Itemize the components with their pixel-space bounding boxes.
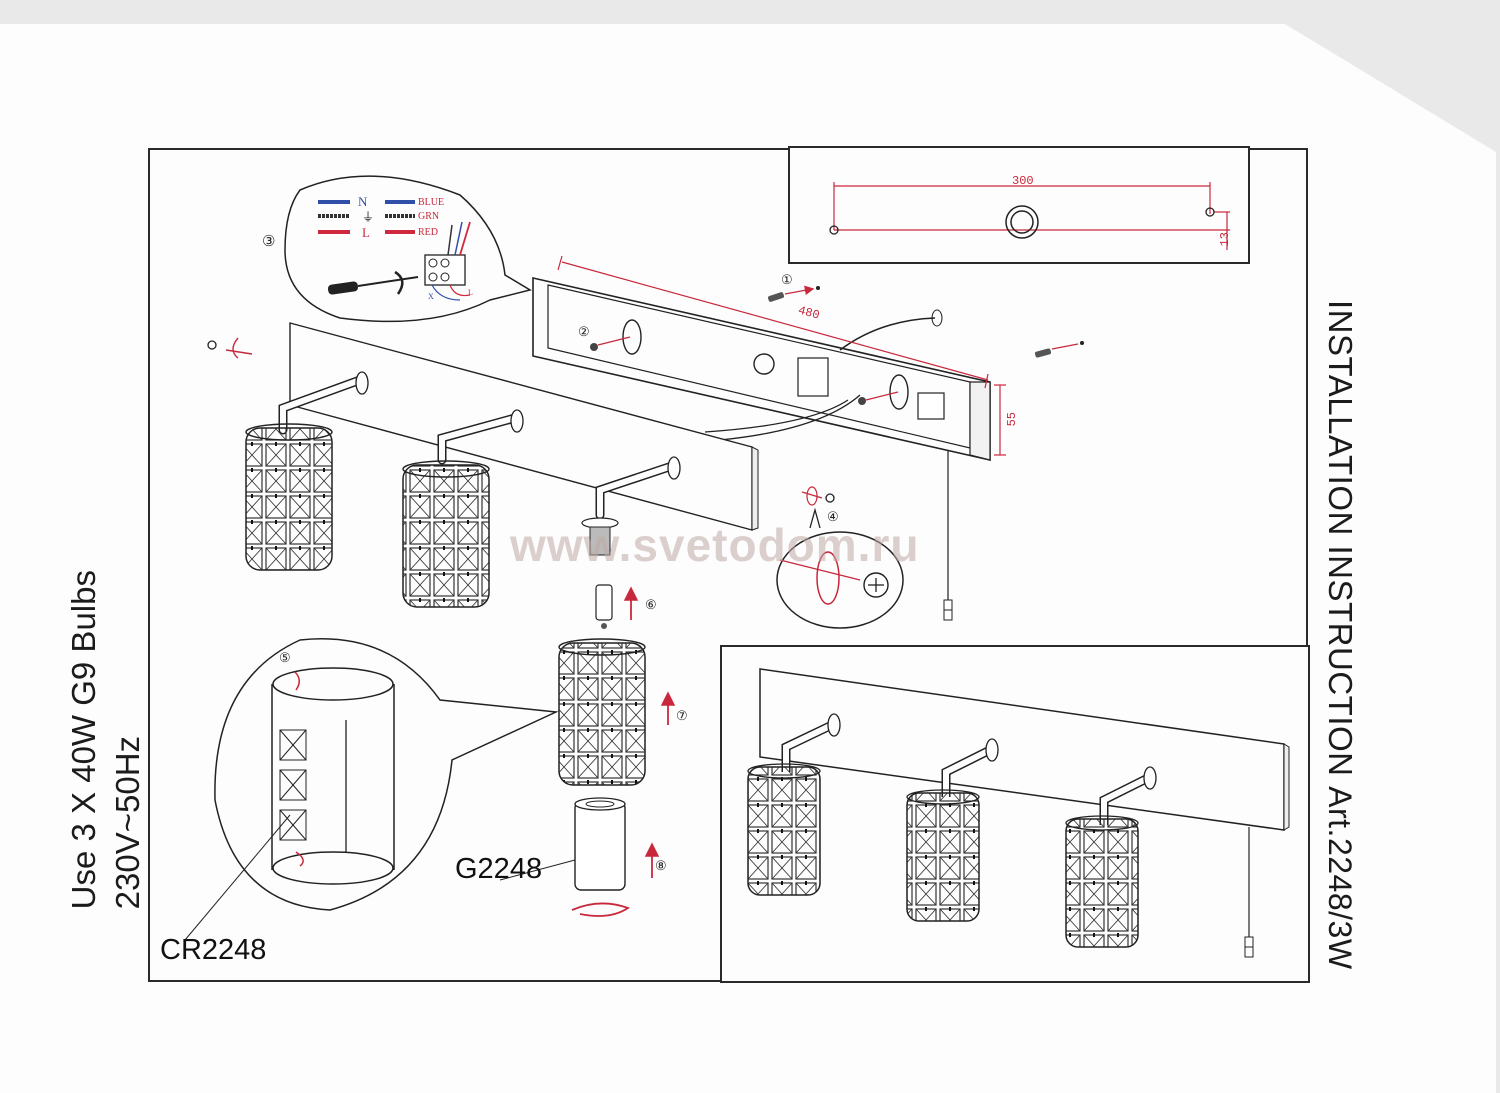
rotate-arrow-icon <box>225 337 253 359</box>
step-5-marker: ⑤ <box>279 650 291 665</box>
step-1-marker: ① <box>781 272 793 287</box>
backplate-assembly <box>278 322 759 556</box>
document-title: INSTALLATION INSTRUCTION <box>1322 300 1359 777</box>
screw-bracket-right <box>858 391 899 405</box>
knob-detail-bubble <box>776 486 904 629</box>
rotate-arrow-icon <box>571 902 630 917</box>
step-2-marker: ② <box>578 324 590 339</box>
installed-shade <box>245 423 333 571</box>
mounting-hole-right <box>1205 207 1215 217</box>
power-cable <box>839 317 936 351</box>
pull-switch <box>917 392 945 420</box>
crystal-shade-exploded <box>558 638 646 786</box>
step-4-marker: ④ <box>827 509 839 524</box>
step-3-marker: ③ <box>262 233 276 250</box>
voltage-spec: 230V~50Hz <box>109 735 146 910</box>
screwdriver-icon <box>327 270 419 295</box>
part-label-crystal-ring: CR2248 <box>160 934 267 966</box>
wire-label-blue: BLUE <box>418 197 445 208</box>
drilling-template-panel: 300 13 <box>788 146 1250 264</box>
g9-bulb <box>595 584 613 629</box>
article-number: Art.2248/3W <box>1322 786 1358 970</box>
crystal-assembly-detail-bubble <box>214 638 559 911</box>
screw-step-1 <box>767 285 820 302</box>
wiring-detail-bubble <box>284 175 532 323</box>
assembled-shade <box>906 789 980 922</box>
watermark: www.svetodom.ru <box>510 519 920 571</box>
screw-step-2 <box>590 336 631 351</box>
connector-block <box>797 357 829 397</box>
step-8-marker: ⑧ <box>655 858 667 873</box>
mounting-hole-left <box>829 225 839 235</box>
wire-symbol-neutral: N <box>358 194 368 209</box>
slot-hole-left <box>622 319 642 355</box>
terminal-mark-x: X <box>428 292 434 301</box>
dimension-hole-spacing: 300 <box>1012 174 1034 188</box>
screw-right-wall <box>1034 341 1084 358</box>
terminal-mark-l: L <box>468 288 473 297</box>
part-label-glass: G2248 <box>455 853 543 885</box>
assembled-view-panel <box>720 645 1310 983</box>
mounting-bracket <box>532 255 1006 621</box>
assembled-fixture-drawing <box>747 668 1290 958</box>
wire-symbol-live: L <box>362 225 370 240</box>
assembled-shade <box>747 763 821 896</box>
wire-symbol-earth: ⏚ <box>362 210 375 224</box>
wire-label-green: GRN <box>418 211 440 222</box>
slot-hole-right <box>889 374 909 410</box>
drilling-template-drawing <box>829 182 1230 250</box>
bulb-spec: Use 3 X 40W G9 Bulbs <box>65 570 102 910</box>
wire-label-red: RED <box>418 227 438 238</box>
spec-block: Use 3 X 40W G9 Bulbs 230V~50Hz <box>62 570 150 909</box>
title-block: INSTALLATION INSTRUCTION Art.2248/3W <box>1318 300 1362 970</box>
step-7-marker: ⑦ <box>676 708 688 723</box>
dimension-bracket-height: 55 <box>1005 412 1019 427</box>
assembled-shade <box>1065 815 1139 948</box>
step-6-marker: ⑥ <box>645 597 657 612</box>
cable-hole-outer <box>1005 205 1039 239</box>
terminal-block <box>424 254 466 286</box>
installed-shade <box>402 460 490 608</box>
lampholder <box>589 526 611 556</box>
glass-shade <box>574 797 626 891</box>
